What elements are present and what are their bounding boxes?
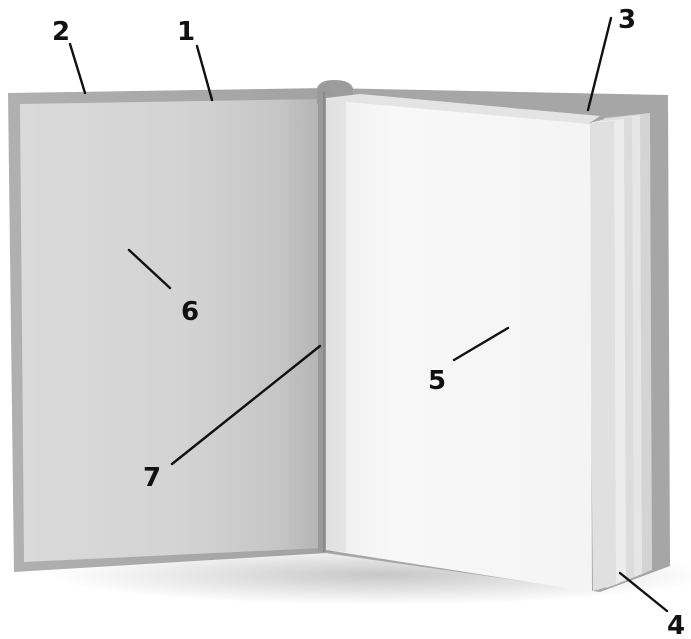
callout-label-3: 3	[618, 5, 636, 35]
callout-label-2: 2	[52, 17, 70, 47]
callout-label-5: 5	[428, 366, 446, 396]
leader-line-2	[70, 44, 85, 93]
callout-label-1: 1	[177, 17, 195, 47]
gutter-shading	[326, 100, 346, 552]
callout-label-7: 7	[143, 463, 161, 493]
right-page	[326, 100, 592, 592]
left-endpaper	[20, 99, 322, 562]
callout-label-6: 6	[181, 297, 199, 327]
callout-label-4: 4	[667, 611, 685, 639]
